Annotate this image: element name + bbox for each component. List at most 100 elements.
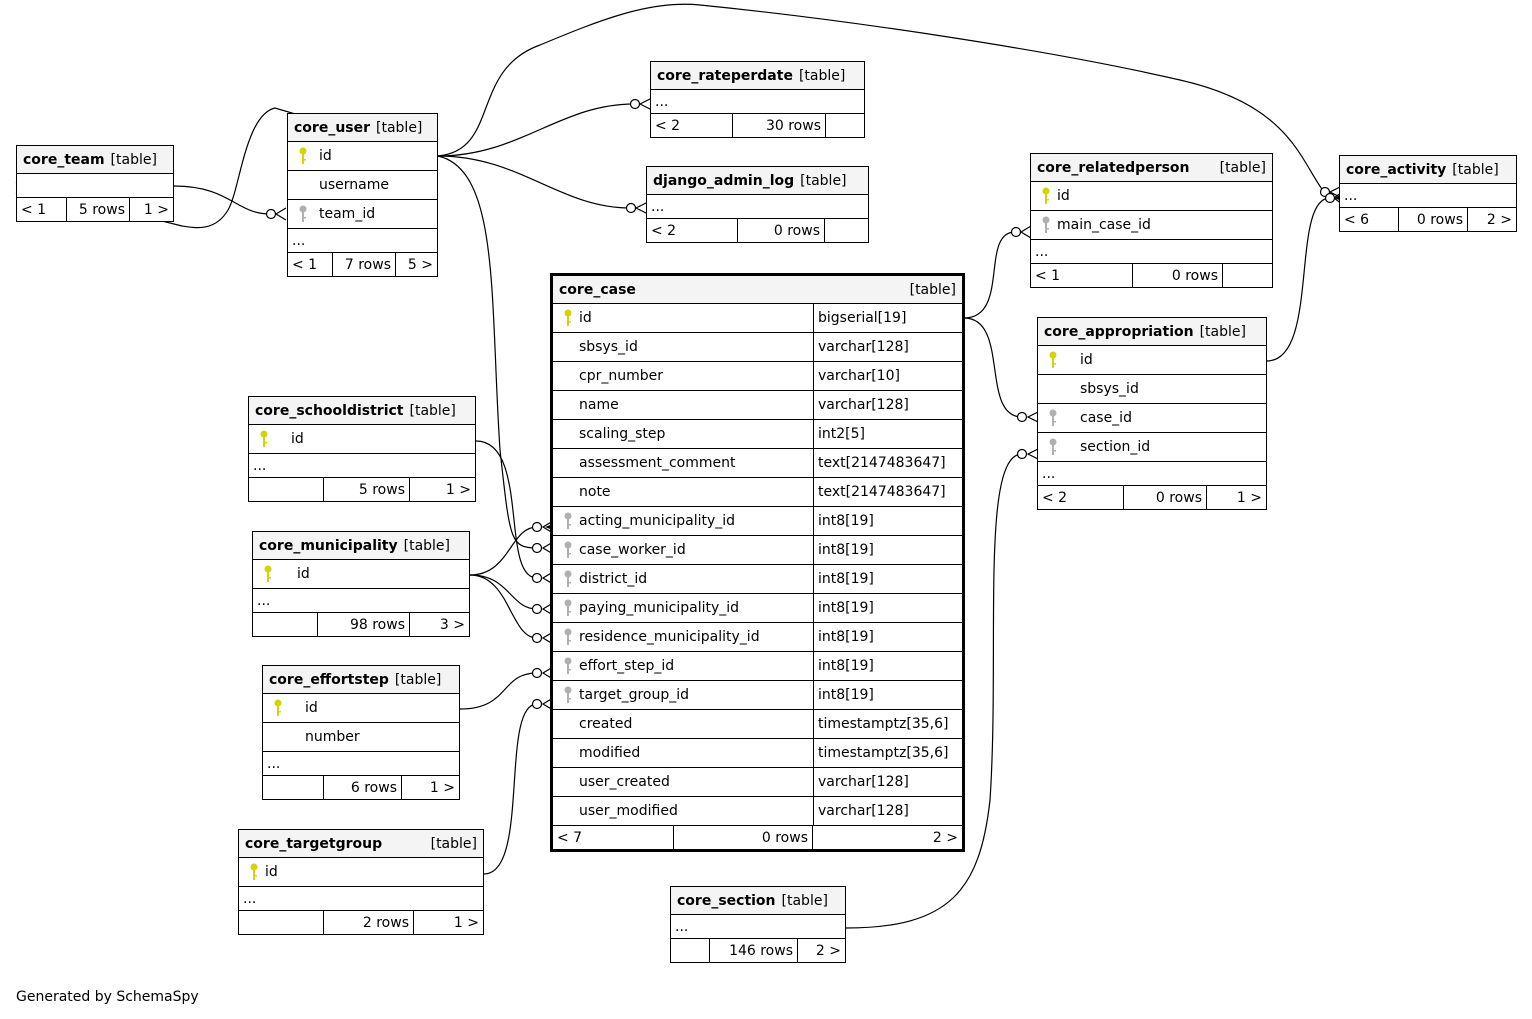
more-columns[interactable]: ... [647,195,868,219]
column-row[interactable]: id [263,694,459,723]
more-columns[interactable]: ... [288,229,437,253]
column-row[interactable]: case_id [1038,404,1266,433]
table-core-appropriation[interactable]: core_appropriation[table] id sbsys_id ca… [1037,317,1267,510]
parents-link[interactable] [239,911,323,934]
parents-link[interactable]: < 7 [557,829,583,846]
more-columns[interactable]: ... [1038,462,1266,486]
table-django-admin-log[interactable]: django_admin_log[table] ... < 2 0 rows [646,166,869,243]
column-row[interactable]: id [253,560,469,589]
more-columns[interactable]: ... [263,752,459,776]
children-link[interactable]: 2 > [932,829,958,846]
parents-link[interactable]: < 1 [1035,267,1061,284]
table-header: core_case[table] [553,276,962,304]
column-row[interactable]: number [263,723,459,752]
children-link[interactable]: 2 > [815,942,841,959]
column-name: case_id [1080,410,1132,426]
column-name: id [305,700,318,716]
children-link[interactable]: 1 > [1236,489,1262,506]
column-row[interactable]: id [1038,346,1266,375]
parents-link[interactable]: < 1 [292,256,318,273]
children-link[interactable]: 1 > [453,914,479,931]
children-link[interactable] [1223,264,1272,287]
column-row[interactable]: id [239,858,483,887]
parents-link[interactable] [263,776,323,799]
parents-link[interactable]: < 6 [1344,211,1370,228]
table-core-targetgroup[interactable]: core_targetgroup[table] id ... 2 rows 1 … [238,829,484,935]
primary-key-icon [557,304,579,332]
children-link[interactable]: 1 > [429,779,455,796]
more-columns[interactable]: ... [671,915,845,939]
more-columns[interactable]: ... [651,90,864,114]
table-core-user[interactable]: core_user[table] id username team_id ...… [287,113,438,277]
children-link[interactable]: 1 > [445,481,471,498]
row-count: 0 rows [1132,264,1223,287]
table-core-rateperdate[interactable]: core_rateperdate[table] ... < 2 30 rows [650,61,865,138]
column-row[interactable]: main_case_id [1031,211,1272,240]
children-link[interactable]: 3 > [439,616,465,633]
column-name: district_id [579,571,648,587]
table-core-relatedperson[interactable]: core_relatedperson[table] id main_case_i… [1030,153,1273,288]
more-columns[interactable]: ... [1340,184,1516,208]
column-row[interactable]: id [249,425,475,454]
table-core-schooldistrict[interactable]: core_schooldistrict[table] id ... 5 rows… [248,396,476,502]
table-name: core_targetgroup [245,835,383,852]
table-header: core_section[table] [671,887,845,915]
more-columns[interactable]: ... [239,887,483,911]
column-row[interactable]: section_id [1038,433,1266,462]
parents-link[interactable]: < 2 [651,222,677,239]
children-link[interactable] [825,219,868,242]
children-link[interactable]: 5 > [407,256,433,273]
table-footer: 6 rows 1 > [263,776,459,799]
table-core-section[interactable]: core_section[table] ... 146 rows 2 > [670,886,846,963]
table-core-municipality[interactable]: core_municipality[table] id ... 98 rows … [252,531,470,637]
table-footer: < 6 0 rows 2 > [1340,208,1516,231]
row-count: 0 rows [1398,208,1468,231]
foreign-key-icon [292,200,314,228]
parents-link[interactable] [253,613,317,636]
parents-link[interactable] [671,939,709,962]
parents-link[interactable]: < 1 [21,201,47,218]
more-columns[interactable]: ... [253,589,469,613]
column-name: section_id [1080,439,1151,455]
table-core-activity[interactable]: core_activity[table] ... < 6 0 rows 2 > [1339,155,1517,232]
children-link[interactable] [826,114,864,137]
more-columns[interactable]: ... [1031,240,1272,264]
table-core-effortstep[interactable]: core_effortstep[table] id number ... 6 r… [262,665,460,800]
parents-link[interactable]: < 2 [655,117,681,134]
children-link[interactable]: 2 > [1486,211,1512,228]
table-name: core_case [559,281,636,298]
edge-team-user [173,185,271,215]
children-link[interactable]: 1 > [143,201,169,218]
table-core-team[interactable]: core_team[table] < 1 5 rows 1 > [16,145,174,222]
table-type: [table] [798,67,846,84]
column-row[interactable]: sbsys_id [1038,375,1266,404]
column-row[interactable]: id [1031,182,1272,211]
parents-link[interactable] [249,478,323,501]
foreign-key-icon [557,681,579,709]
table-footer: < 7 0 rows 2 > [553,826,962,849]
column-row[interactable]: username [288,171,437,200]
parents-link[interactable]: < 2 [1042,489,1068,506]
more-columns[interactable]: ... [249,454,475,478]
column-row[interactable]: team_id [288,200,437,229]
column-row[interactable]: id [288,142,437,171]
